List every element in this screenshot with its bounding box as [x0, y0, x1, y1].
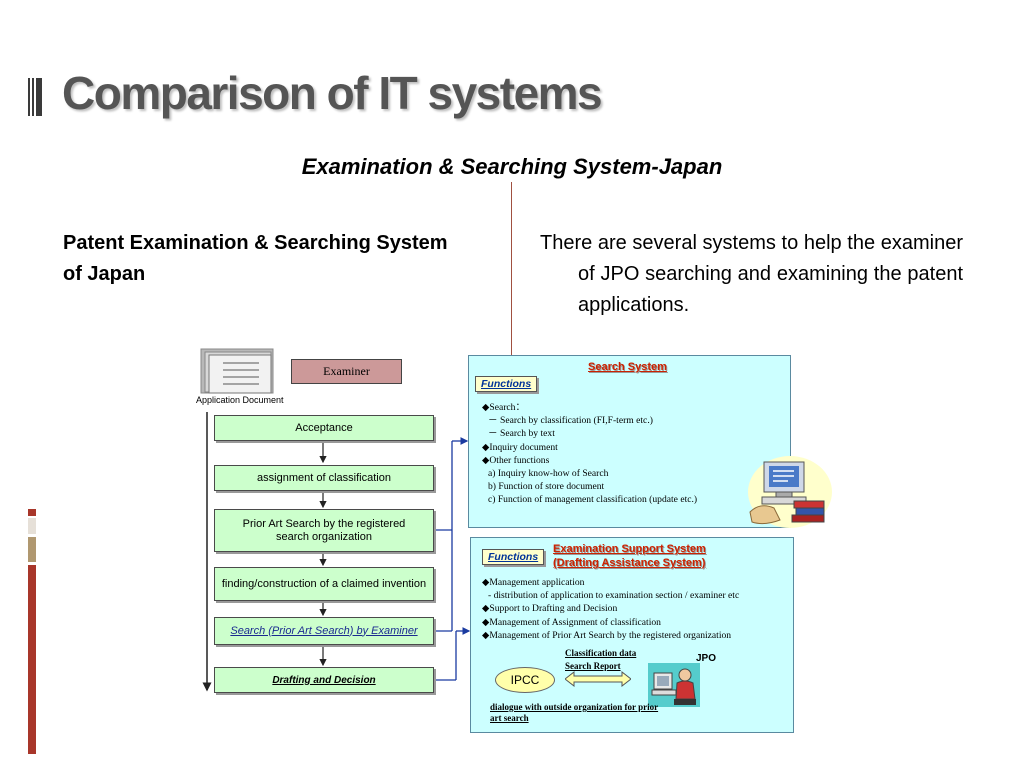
jpo-label: JPO [696, 653, 717, 664]
flow-step-examiner-search: Search (Prior Art Search) by Examiner [214, 617, 434, 645]
list-item: ◆Inquiry document [482, 441, 558, 453]
search-functions-list: ◆Search： － Search by classification (FI,… [482, 401, 697, 507]
column-divider [511, 182, 512, 357]
list-item: ◆Management application [482, 577, 585, 588]
flow-step-finding-invention: finding/construction of a claimed invent… [214, 567, 434, 601]
search-functions-tag: Functions [475, 376, 538, 392]
accent-bar-red [28, 565, 36, 754]
list-item: a) Inquiry know-how of Search [488, 468, 609, 480]
title-bullet-icon [28, 78, 42, 116]
list-item: ◆Management of Assignment of classificat… [482, 616, 661, 628]
list-item: － Search by text [488, 428, 555, 440]
exam-functions-tag: Functions [482, 549, 545, 565]
left-heading: Patent Examination & Searching System of… [63, 232, 448, 285]
exam-support-title-line1: Examination Support System [553, 543, 706, 555]
list-item: ◆Management of Prior Art Search by the r… [482, 629, 732, 641]
dialogue-note: dialogue with outside organization for p… [490, 702, 659, 723]
list-item: c) Function of management classification… [488, 494, 698, 506]
exam-support-title-line2: (Drafting Assistance System) [553, 557, 706, 569]
accent-bar-tan [28, 537, 36, 562]
examiner-computer-icon [648, 663, 700, 707]
slide-subtitle: Examination & Searching System-Japan [301, 154, 723, 179]
list-item: - distribution of application to examina… [488, 590, 740, 602]
exam-functions-list: ◆Management application - distribution o… [482, 576, 739, 642]
examiner-box: Examiner [291, 359, 402, 384]
list-item: b) Function of store document [488, 481, 605, 493]
search-system-title: Search System [588, 361, 667, 373]
flow-step-drafting-decision: Drafting and Decision [214, 667, 434, 693]
accent-bar-red-top [28, 509, 36, 516]
document-stack-icon [200, 348, 274, 394]
exam-support-panel [470, 537, 794, 733]
double-arrow-icon [565, 671, 631, 687]
list-item: ◆Search： [482, 402, 526, 413]
right-description: There are several systems to help the ex… [540, 232, 963, 316]
classification-data-label: Classification data [565, 648, 637, 658]
list-item: － Search by classification (FI,F-term et… [488, 415, 653, 427]
flow-step-prior-art-search: Prior Art Search by the registered searc… [214, 509, 434, 552]
computer-books-icon [748, 456, 832, 528]
ipcc-ellipse: IPCC [495, 667, 555, 693]
search-report-label: Search Report [565, 661, 621, 671]
slide-title: Comparison of IT systems [62, 67, 603, 119]
flow-step-classification: assignment of classification [214, 465, 434, 491]
application-document-label: Application Document [196, 395, 284, 405]
flow-step-acceptance: Acceptance [214, 415, 434, 441]
accent-bar-light [28, 518, 36, 534]
list-item: ◆Other functions [482, 454, 550, 466]
list-item: ◆Support to Drafting and Decision [482, 603, 618, 615]
